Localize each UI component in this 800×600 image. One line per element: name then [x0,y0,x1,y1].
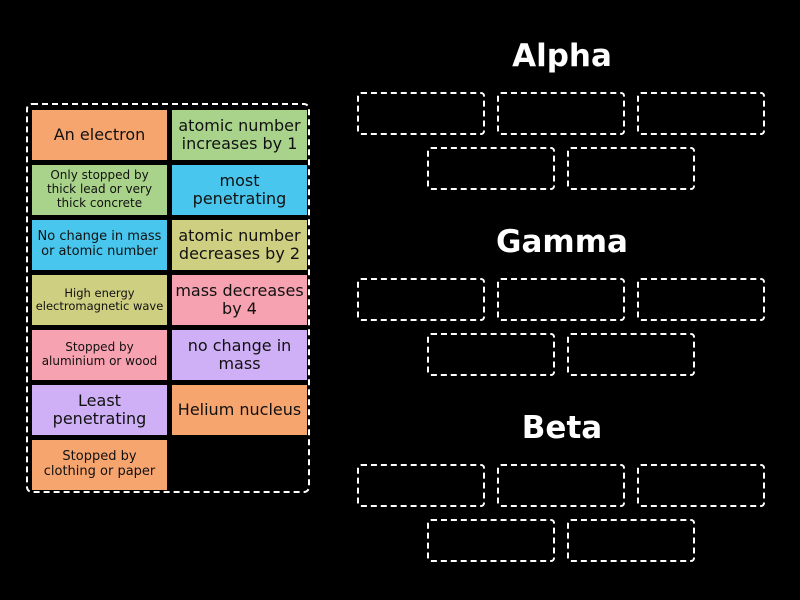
drop-slot-gamma-3[interactable] [637,278,765,321]
drop-slot-gamma-2[interactable] [497,278,625,321]
group-title-gamma: Gamma [496,224,628,260]
card-label: most penetrating [192,170,287,208]
card-tray [26,103,310,493]
card-label: High energy electromagnetic wave [35,285,164,313]
card-only-stopped-by-thick-lead[interactable]: Only stopped by thick lead or very thick… [32,165,167,215]
card-label: No change in mass or atomic number [37,229,162,259]
card-atomic-number-increases-by-1[interactable]: atomic number increases by 1 [172,110,307,160]
card-least-penetrating[interactable]: Least penetrating [32,385,167,435]
card-label: no change in mass [187,335,292,373]
drop-slot-gamma-5[interactable] [567,333,695,376]
drop-slot-alpha-2[interactable] [497,92,625,135]
drop-slot-beta-4[interactable] [427,519,555,562]
card-no-change-in-mass-or-atomic-number[interactable]: No change in mass or atomic number [32,220,167,270]
card-label: mass decreases by 4 [175,280,304,318]
card-label: atomic number decreases by 2 [178,225,301,263]
card-no-change-in-mass[interactable]: no change in mass [172,330,307,380]
card-label: An electron [53,124,146,144]
card-label: Helium nucleus [177,399,302,419]
drop-slot-beta-1[interactable] [357,464,485,507]
card-helium-nucleus[interactable]: Helium nucleus [172,385,307,435]
card-stopped-by-clothing-or-paper[interactable]: Stopped by clothing or paper [32,440,167,490]
card-an-electron[interactable]: An electron [32,110,167,160]
drop-slot-beta-5[interactable] [567,519,695,562]
drop-slot-beta-2[interactable] [497,464,625,507]
card-label: Stopped by aluminium or wood [41,340,158,368]
drop-slot-beta-3[interactable] [637,464,765,507]
drop-slot-alpha-3[interactable] [637,92,765,135]
drop-slot-gamma-4[interactable] [427,333,555,376]
card-label: Only stopped by thick lead or very thick… [46,168,153,210]
card-atomic-number-decreases-by-2[interactable]: atomic number decreases by 2 [172,220,307,270]
drop-slot-alpha-4[interactable] [427,147,555,190]
drop-slot-alpha-5[interactable] [567,147,695,190]
group-title-alpha: Alpha [512,38,612,74]
card-most-penetrating[interactable]: most penetrating [172,165,307,215]
card-label: Least penetrating [52,390,147,428]
card-high-energy-electromagnetic-wave[interactable]: High energy electromagnetic wave [32,275,167,325]
card-label: atomic number increases by 1 [178,115,301,153]
drop-slot-gamma-1[interactable] [357,278,485,321]
card-label: Stopped by clothing or paper [43,449,156,479]
drop-slot-alpha-1[interactable] [357,92,485,135]
group-title-beta: Beta [521,410,603,446]
card-mass-decreases-by-4[interactable]: mass decreases by 4 [172,275,307,325]
card-stopped-by-aluminium-or-wood[interactable]: Stopped by aluminium or wood [32,330,167,380]
